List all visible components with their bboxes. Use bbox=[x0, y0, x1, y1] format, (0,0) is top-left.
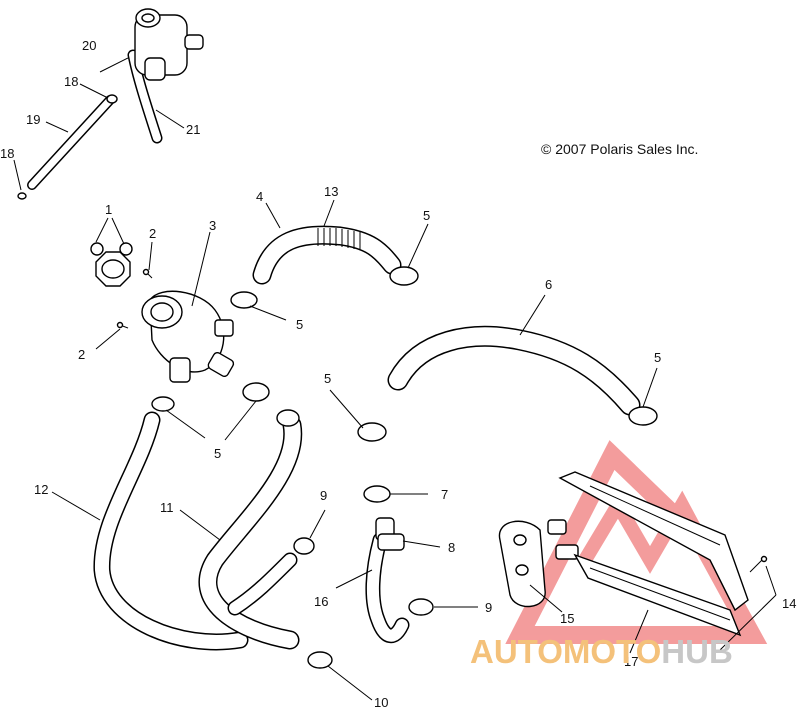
watermark-wordmark: AUTOMOTOHUB bbox=[470, 633, 733, 670]
reservoir-20 bbox=[106, 8, 204, 104]
callout-19: 19 bbox=[26, 112, 40, 127]
callout-4: 4 bbox=[256, 189, 263, 204]
callout-6: 6 bbox=[545, 277, 552, 292]
callout-5: 5 bbox=[324, 371, 331, 386]
screw-14 bbox=[749, 555, 768, 573]
cooler-15 bbox=[498, 519, 579, 608]
thermostat-housing-3 bbox=[141, 290, 235, 383]
watermark-word-hub: HUB bbox=[661, 633, 733, 670]
callout-15: 15 bbox=[560, 611, 574, 626]
callout-21: 21 bbox=[186, 122, 200, 137]
callout-2: 2 bbox=[78, 347, 85, 362]
tube-19 bbox=[27, 95, 115, 190]
hose-12 bbox=[93, 411, 249, 651]
callout-5: 5 bbox=[423, 208, 430, 223]
callout-18: 18 bbox=[64, 74, 78, 89]
screw-2-lower bbox=[116, 321, 129, 329]
clamp-5-a bbox=[389, 266, 419, 286]
callout-20: 20 bbox=[82, 38, 96, 53]
clamp-9-a bbox=[293, 537, 315, 555]
callout-16: 16 bbox=[314, 594, 328, 609]
callout-5: 5 bbox=[214, 446, 221, 461]
watermark-word-automoto: AUTOMOTO bbox=[470, 633, 661, 670]
hose-6 bbox=[387, 325, 641, 416]
bracket-17 bbox=[558, 471, 749, 637]
callout-8: 8 bbox=[448, 540, 455, 555]
callout-14: 14 bbox=[782, 596, 796, 611]
clamp-5-f bbox=[151, 396, 175, 412]
callout-13: 13 bbox=[324, 184, 338, 199]
clamp-5-b bbox=[230, 291, 258, 309]
callout-2: 2 bbox=[149, 226, 156, 241]
clamp-top-hose bbox=[276, 409, 300, 427]
copyright-notice: © 2007 Polaris Sales Inc. bbox=[541, 141, 698, 157]
corrugated-section bbox=[317, 228, 361, 250]
callout-5: 5 bbox=[654, 350, 661, 365]
hose-13 bbox=[252, 225, 402, 285]
clamp-5-d bbox=[357, 422, 387, 442]
callout-1: 1 bbox=[105, 202, 112, 217]
screw-2-upper bbox=[142, 268, 153, 279]
clamp-5-c bbox=[242, 382, 270, 402]
clamp-5-e bbox=[628, 406, 658, 426]
hose-11 bbox=[198, 415, 303, 650]
callout-9: 9 bbox=[320, 488, 327, 503]
leader-lines bbox=[13, 57, 777, 701]
watermark-inner-m bbox=[578, 490, 712, 574]
callout-12: 12 bbox=[34, 482, 48, 497]
callout-3: 3 bbox=[209, 218, 216, 233]
callout-11: 11 bbox=[160, 500, 174, 515]
clamp-10 bbox=[307, 651, 333, 669]
callout-10: 10 bbox=[374, 695, 388, 710]
fitting-8 bbox=[375, 517, 405, 551]
callout-labels: 20 18 19 18 21 1 2 3 4 13 5 5 2 6 5 5 5 … bbox=[0, 38, 796, 710]
callout-7: 7 bbox=[441, 487, 448, 502]
clamp-7 bbox=[363, 485, 391, 503]
clamp-18-lower bbox=[17, 192, 27, 200]
clamp-9-b bbox=[408, 598, 434, 616]
callout-5: 5 bbox=[296, 317, 303, 332]
callout-18: 18 bbox=[0, 146, 14, 161]
callout-17: 17 bbox=[624, 654, 638, 669]
hose-16 bbox=[365, 532, 410, 644]
callout-9: 9 bbox=[485, 600, 492, 615]
radiator-cap-1 bbox=[90, 242, 133, 287]
